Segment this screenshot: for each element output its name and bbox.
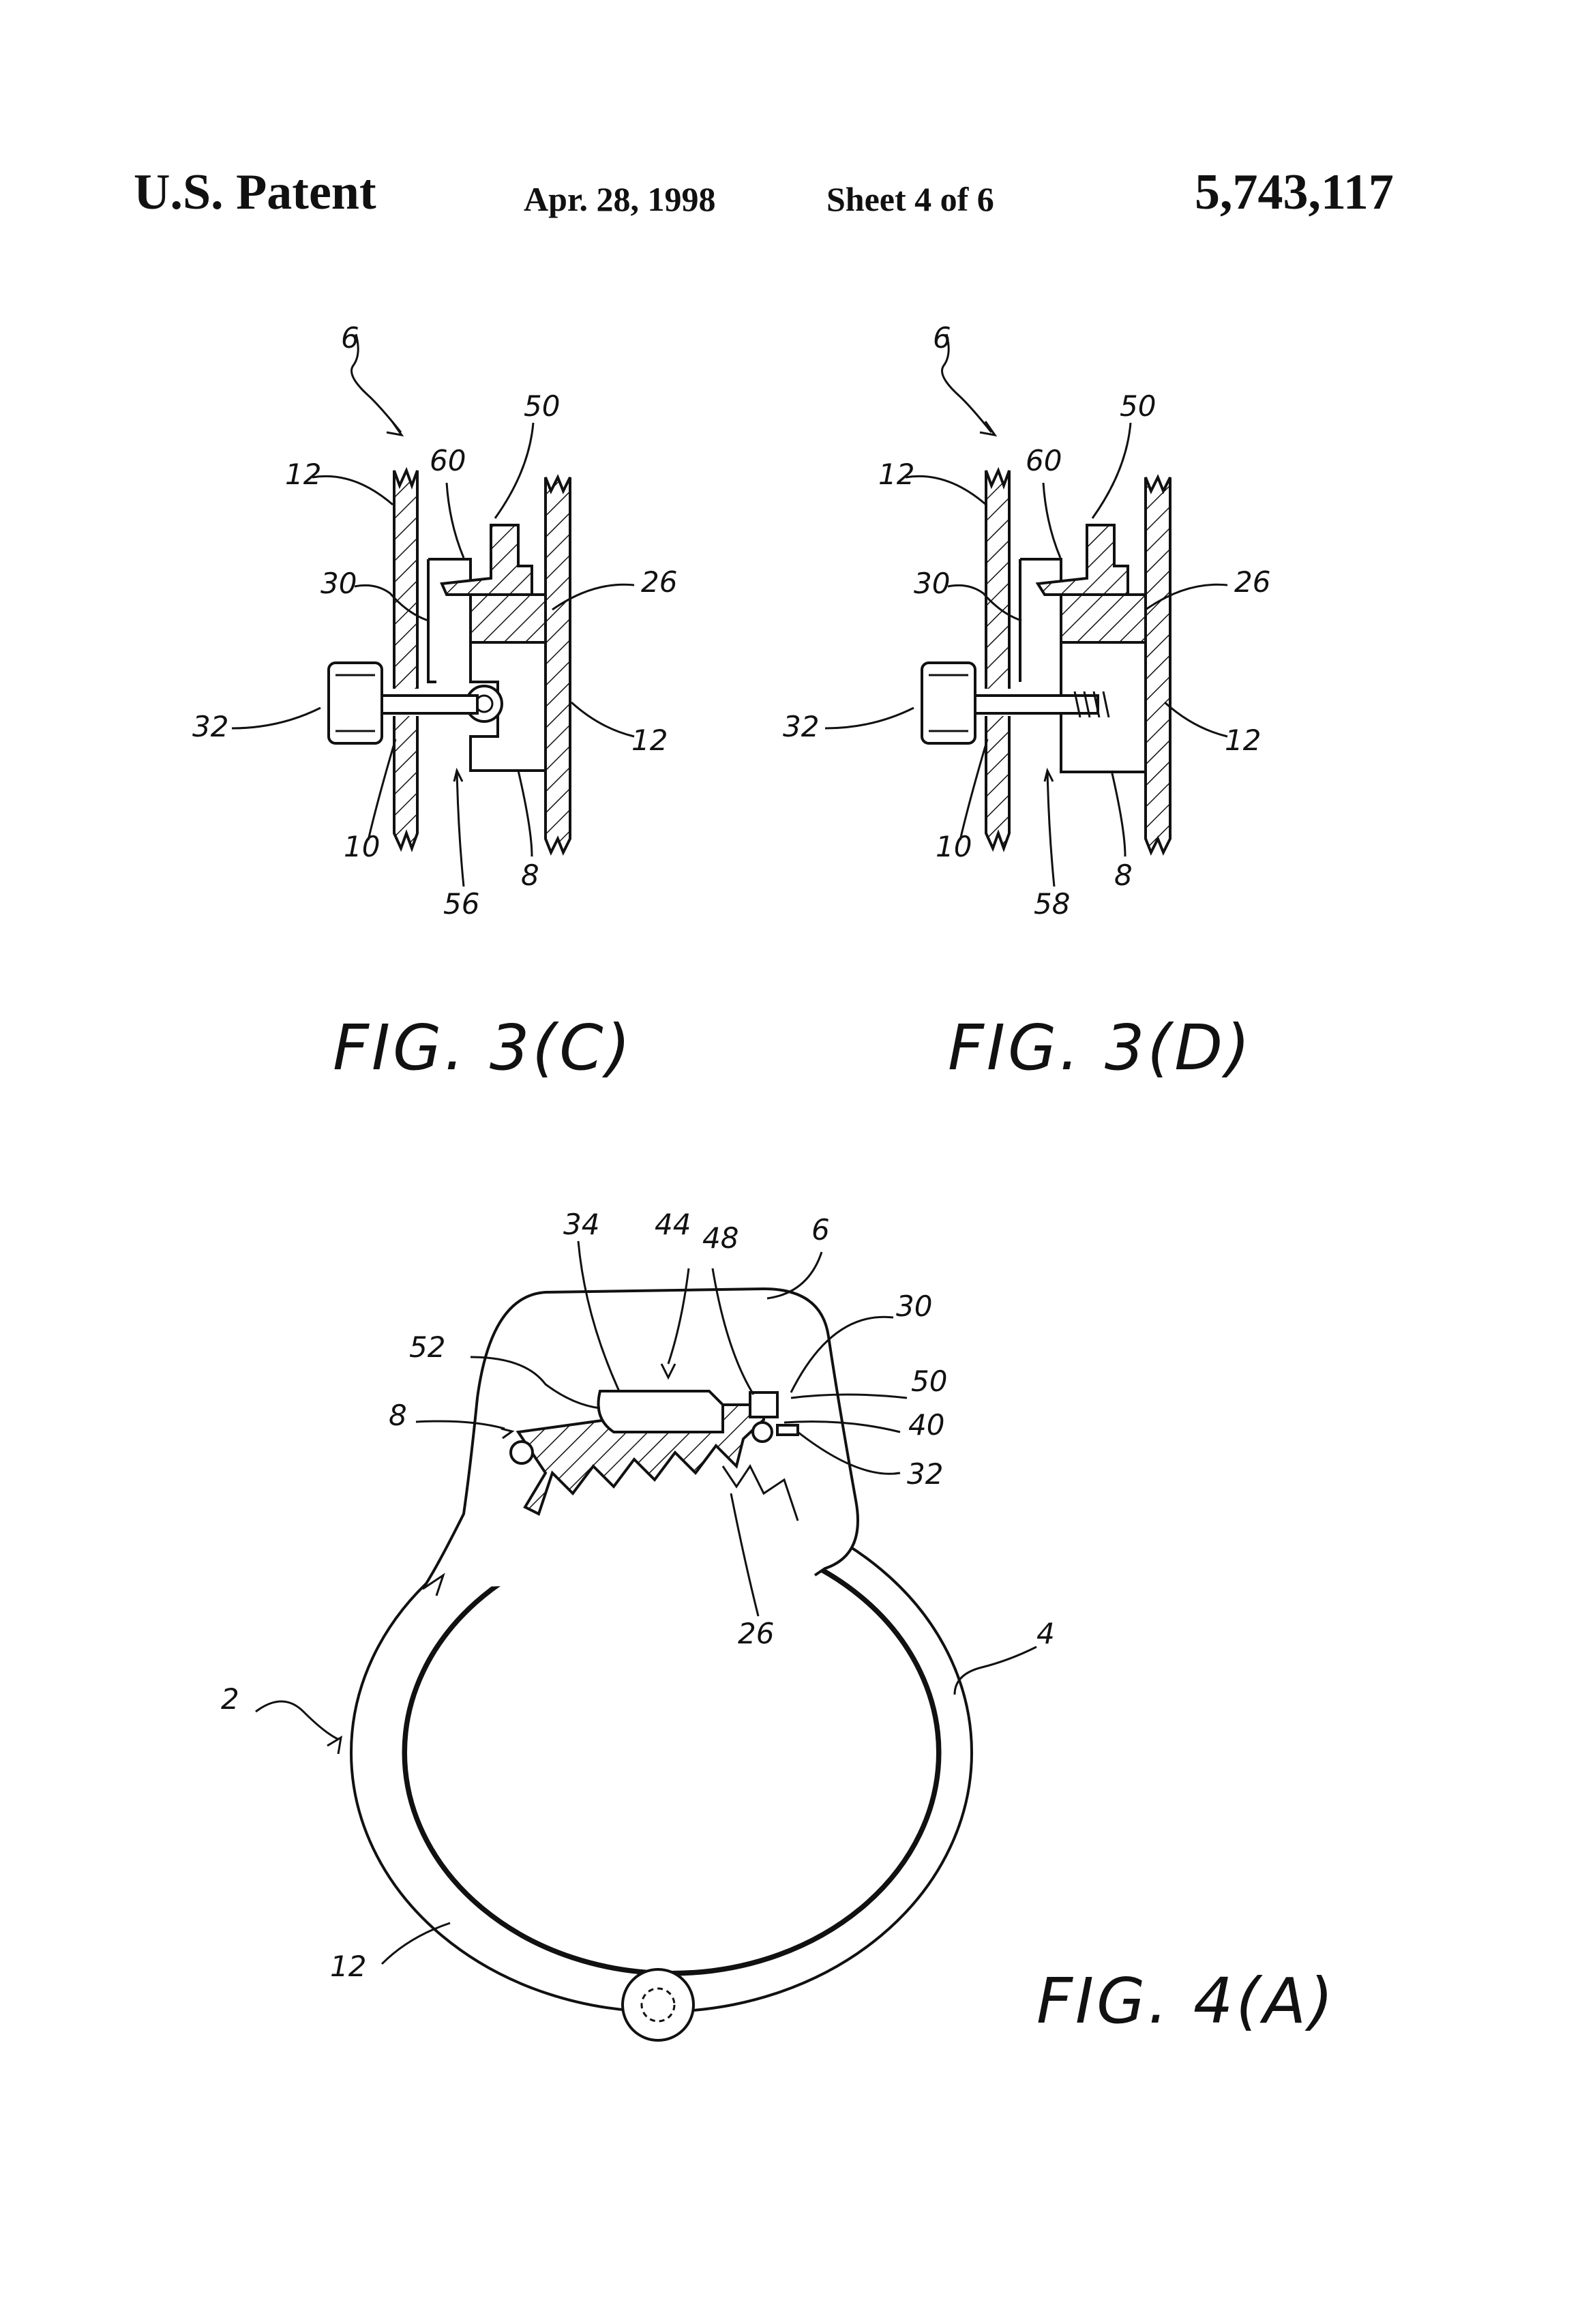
ref-48: 48 (702, 1221, 738, 1255)
ref-6: 6 (811, 1213, 830, 1247)
pin-32 (380, 694, 479, 715)
leader-6 (350, 333, 402, 433)
caption-fig-3d: FIG. 3(D) (948, 1011, 1253, 1084)
ref-56: 56 (443, 887, 479, 921)
ref-12-right: 12 (1225, 724, 1261, 757)
member-30 (1020, 558, 1062, 696)
latch-52 (597, 1390, 724, 1433)
figure-4a: 34 44 48 6 30 52 50 8 40 32 26 4 2 12 FI… (221, 1208, 1336, 2042)
ref-32: 32 (907, 1457, 943, 1491)
ref-26: 26 (641, 565, 677, 599)
ref-8: 8 (521, 859, 539, 892)
knob-32 (921, 661, 976, 745)
ref-6: 6 (933, 321, 951, 355)
ref-40: 40 (908, 1408, 944, 1442)
ref-12-left: 12 (285, 458, 321, 491)
part-40 (776, 1424, 799, 1436)
ref-12-right: 12 (631, 724, 668, 757)
ref-12: 12 (330, 1950, 366, 1983)
header-date: Apr. 28, 1998 (524, 180, 716, 218)
header-sheet: Sheet 4 of 6 (826, 180, 994, 218)
ref-30: 30 (914, 567, 950, 600)
ref-50: 50 (524, 389, 560, 423)
caption-fig-3c: FIG. 3(C) (333, 1011, 633, 1084)
ref-44: 44 (655, 1208, 691, 1241)
wall-12-right (1144, 474, 1171, 856)
ref-50: 50 (1120, 389, 1156, 423)
header-patent-label: U.S. Patent (134, 164, 376, 220)
ref-50: 50 (911, 1365, 947, 1398)
ref-32: 32 (192, 710, 228, 743)
wall-12-left (985, 466, 1011, 852)
body-8 (1060, 641, 1147, 773)
ref-52: 52 (409, 1330, 445, 1364)
wall-12-left (393, 466, 419, 852)
ref-4: 4 (1036, 1617, 1055, 1650)
ref-26: 26 (738, 1617, 774, 1650)
ref-8: 8 (389, 1399, 407, 1432)
screw-thread (1073, 691, 1110, 718)
figure-3d: 6 50 12 60 30 26 32 12 10 8 58 FIG. 3(D) (783, 321, 1270, 1084)
tooth-26 (721, 1464, 799, 1521)
knob-32 (327, 661, 383, 745)
block-26 (469, 593, 547, 644)
figure-3c: 6 50 12 60 30 26 32 12 10 8 56 FIG. 3(C) (192, 321, 677, 1084)
caption-fig-4a: FIG. 4(A) (1036, 1965, 1336, 2038)
ref-60: 60 (430, 444, 466, 477)
block-26 (1060, 593, 1147, 644)
ref-60: 60 (1026, 444, 1062, 477)
ref-10: 10 (936, 830, 972, 863)
header-patent-number: 5,743,117 (1195, 164, 1394, 220)
ring-button (621, 1968, 695, 2042)
pivot-8 (509, 1440, 534, 1465)
ref-10: 10 (344, 830, 380, 863)
body-8 (469, 641, 547, 772)
ref-8: 8 (1114, 859, 1133, 892)
wall-12-right (544, 474, 571, 856)
ring-inner (404, 1532, 939, 1973)
ref-26: 26 (1234, 565, 1270, 599)
part-50 (749, 1391, 779, 1418)
ref-34: 34 (563, 1208, 599, 1241)
ref-30: 30 (320, 567, 357, 600)
ref-6: 6 (341, 321, 359, 355)
leader-6 (941, 333, 993, 433)
ref-12-left: 12 (878, 458, 914, 491)
ref-30: 30 (896, 1290, 932, 1323)
pin-32 (751, 1421, 773, 1443)
ref-2: 2 (221, 1682, 239, 1716)
ref-58: 58 (1034, 887, 1070, 921)
ref-32: 32 (783, 710, 819, 743)
